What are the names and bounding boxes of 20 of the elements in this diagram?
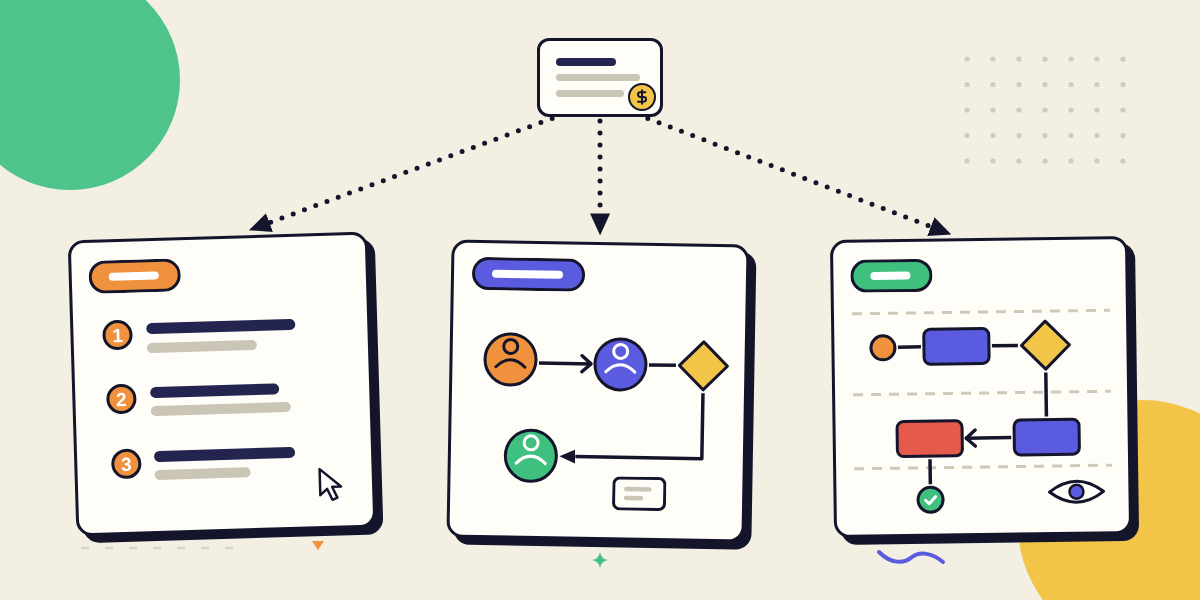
dotted-arrow (590, 118, 611, 236)
connector-line (897, 345, 921, 349)
decision-diamond (677, 339, 730, 393)
step-number: 3 (110, 448, 142, 480)
connector-line (928, 459, 933, 485)
dotted-arrow (248, 115, 555, 232)
process-box (895, 419, 964, 459)
decision-diamond (1019, 318, 1072, 372)
bill-card (537, 38, 663, 117)
step-number: 1 (102, 319, 133, 351)
step-number: 2 (105, 383, 137, 415)
arrow (559, 393, 705, 464)
connector-line (648, 363, 676, 368)
connector-line (991, 343, 1018, 348)
arrow (964, 428, 1012, 448)
connector-line (1044, 372, 1049, 417)
dotted-arrow (645, 115, 952, 236)
process-box (1012, 417, 1081, 457)
arrow (538, 354, 593, 374)
process-box (922, 326, 991, 366)
